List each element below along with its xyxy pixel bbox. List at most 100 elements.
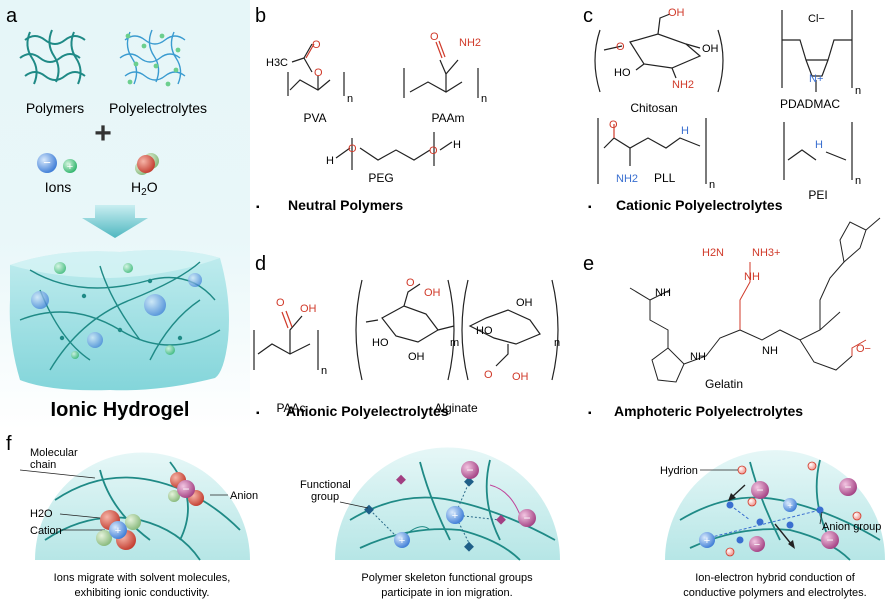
label-pdadmac: PDADMAC [780, 97, 840, 111]
chitosan-ho: HO [614, 67, 631, 79]
peg-h-right: H [453, 139, 461, 151]
svg-text:−: − [43, 155, 51, 170]
alginate-o-top: O [406, 277, 415, 289]
anion-cluster-icon: − [168, 472, 204, 506]
svg-text:−: − [756, 483, 763, 497]
svg-text:−: − [182, 482, 189, 496]
label-water: H2O [131, 179, 158, 198]
mechanism-dome-1: + − Molecular chain Anion H2O Cation [19, 447, 258, 561]
caption-2-line2: participate in ion migration. [381, 587, 512, 599]
panel-c: c O OH OH HO NH2 Chitosan Cl− N+ n PD [583, 5, 861, 213]
leader-molecular-chain [19, 469, 96, 479]
bullet-cationic: ▪ [588, 202, 592, 213]
peg-o-right: O [429, 145, 438, 157]
caption-1-line1: Ions migrate with solvent molecules, [54, 572, 231, 584]
pll-structure [597, 118, 707, 184]
gelatin-nh-red: NH [744, 271, 760, 283]
panel-label-b: b [255, 5, 266, 27]
polymer-network-icon [19, 29, 86, 85]
pdadmac-n: n [855, 85, 861, 97]
label-functional-line1: Functional [300, 479, 351, 491]
paam-structure [403, 40, 479, 98]
mechanism-dome-2: + + − − Functional group [300, 447, 560, 561]
svg-text:−: − [826, 533, 833, 547]
panel-b: b O O H3C n PVA O NH2 n PAAm [255, 5, 487, 213]
paac-o: O [276, 297, 285, 309]
label-hydrion: Hydrion [660, 465, 698, 477]
caption-1-line2: exhibiting ionic conductivity. [75, 587, 210, 599]
svg-text:−: − [523, 511, 530, 525]
pva-carbonyl-o: O [312, 39, 321, 51]
alginate-oh-bottom: OH [512, 371, 529, 383]
paam-n: n [481, 93, 487, 105]
alginate-ho-1: HO [372, 337, 389, 349]
svg-text:+: + [115, 525, 121, 537]
panel-f: f + [6, 433, 885, 599]
gelatin-nh-2: NH [690, 351, 706, 363]
pei-n: n [855, 175, 861, 187]
pva-ester-o: O [314, 67, 323, 79]
category-cationic-polyelectrolytes: Cationic Polyelectrolytes [616, 197, 783, 213]
panel-d: d O OH n PAAc O OH HO OH [253, 253, 560, 419]
paac-structure [253, 310, 319, 370]
chitosan-o-left: O [616, 41, 625, 53]
alginate-ho-2: HO [476, 325, 493, 337]
label-pva: PVA [303, 111, 326, 125]
alginate-o-bottom: O [484, 369, 493, 381]
gelatin-nh-1: NH [655, 287, 671, 299]
pva-h3c: H3C [266, 57, 288, 69]
pei-h: H [815, 139, 823, 151]
svg-text:+: + [787, 501, 793, 512]
gelatin-nh3: NH3+ [752, 247, 780, 259]
pll-o: O [609, 119, 618, 131]
label-peg: PEG [368, 171, 393, 185]
paam-nh2: NH2 [459, 37, 481, 49]
panel-e: e H2N NH3+ NH NH NH NH O− Gelatin ▪ Amph… [583, 217, 881, 419]
panel-label-d: d [255, 253, 266, 275]
bullet-anionic: ▪ [256, 408, 260, 419]
mechanism-dome-3: + + − − − − Hydrion An [660, 450, 885, 561]
leader-h2o [59, 513, 101, 519]
bullet-neutral: ▪ [256, 202, 260, 213]
svg-text:−: − [754, 539, 760, 551]
anion-icon-6 [749, 536, 765, 552]
leader-anion-group [819, 511, 823, 525]
label-molecular-line2: chain [30, 459, 56, 471]
gelatin-nh-3: NH [762, 345, 778, 357]
alginate-oh-top: OH [424, 287, 441, 299]
label-polyelectrolytes: Polyelectrolytes [109, 100, 207, 116]
cation-icon [446, 506, 464, 524]
ion-pair-icon: − + [37, 153, 77, 173]
alginate-oh-1: OH [408, 351, 425, 363]
svg-text:−: − [466, 463, 473, 477]
panel-a: a Polymers [0, 0, 250, 430]
svg-text:+: + [67, 161, 73, 173]
paam-o: O [430, 31, 439, 43]
pdadmac-structure [781, 10, 853, 92]
pdadmac-nplus: N+ [809, 73, 823, 85]
svg-text:+: + [704, 535, 710, 547]
chitosan-nh2: NH2 [672, 79, 694, 91]
pdadmac-cl: Cl− [808, 13, 825, 25]
anion-icon-3 [751, 481, 769, 499]
anion-icon-2 [518, 509, 536, 527]
polyelectrolyte-network-icon [119, 29, 186, 87]
pei-structure [783, 122, 853, 180]
chitosan-oh-top: OH [668, 7, 685, 19]
panel-label-e: e [583, 253, 594, 275]
water-molecule-icon [135, 153, 159, 175]
paac-oh: OH [300, 303, 317, 315]
pva-structure [287, 43, 345, 96]
label-pei: PEI [808, 188, 827, 202]
label-molecular-line1: Molecular [30, 447, 78, 459]
pll-n: n [709, 179, 715, 191]
label-ionic-hydrogel: Ionic Hydrogel [51, 399, 190, 421]
pll-h: H [681, 125, 689, 137]
anion-icon-5 [821, 531, 839, 549]
caption-3-line1: Ion-electron hybrid conduction of [695, 572, 856, 584]
svg-text:−: − [844, 480, 851, 494]
bullet-amphoteric: ▪ [588, 408, 592, 419]
alginate-n: n [554, 337, 560, 349]
panel-label-c: c [583, 5, 593, 27]
